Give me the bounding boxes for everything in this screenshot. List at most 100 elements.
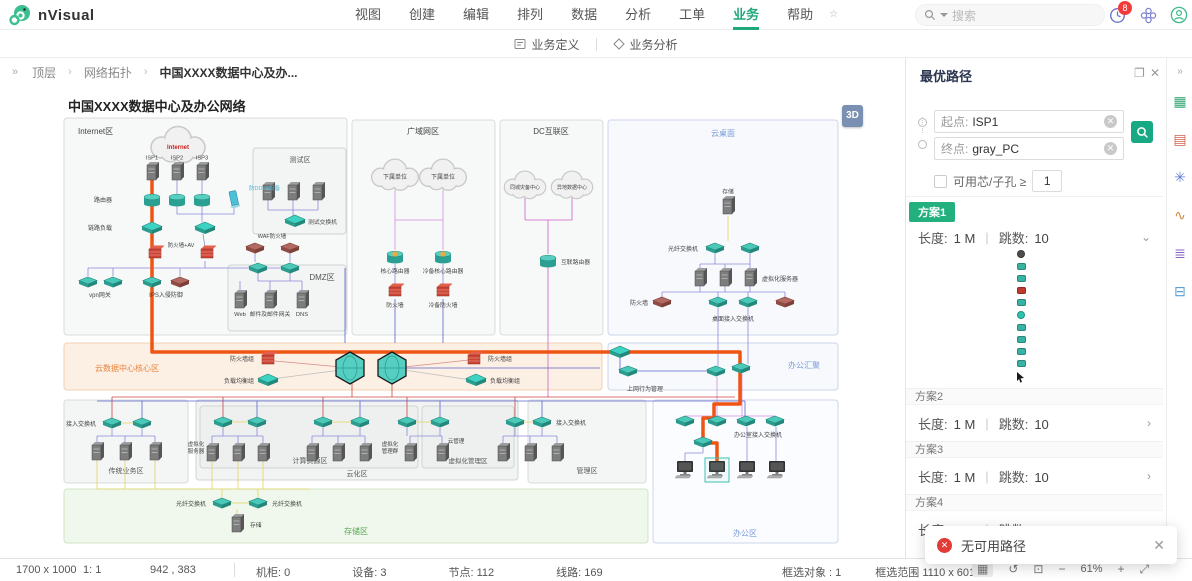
chain-node-6[interactable]	[1016, 324, 1026, 331]
node-server[interactable]	[744, 268, 757, 287]
monitor-icon[interactable]: ⊟	[1174, 283, 1186, 299]
grid-toggle-icon[interactable]: ▦	[972, 561, 994, 577]
panel-restore-icon[interactable]: ❐	[1134, 66, 1145, 80]
node-server[interactable]	[524, 443, 537, 462]
chain-node-3[interactable]	[1016, 287, 1026, 294]
plan2-expand-chevron-icon[interactable]: ›	[1147, 416, 1151, 430]
node-firewall[interactable]	[388, 283, 405, 297]
node-server[interactable]	[171, 162, 184, 181]
node-switch[interactable]	[103, 276, 123, 288]
fit-view-icon[interactable]: ⊡	[1033, 562, 1044, 576]
node-pc[interactable]	[674, 461, 693, 479]
node-switch[interactable]	[731, 362, 751, 374]
node-server[interactable]	[722, 196, 735, 215]
node-server[interactable]	[694, 268, 707, 287]
node-server[interactable]	[206, 443, 219, 462]
plan3-header[interactable]: 方案3	[906, 441, 1163, 458]
node-firewall[interactable]	[467, 351, 484, 365]
node-server[interactable]	[359, 443, 372, 462]
node-switch[interactable]	[705, 242, 725, 254]
node-server[interactable]	[264, 290, 277, 309]
menu-item-4[interactable]: 数据	[571, 7, 598, 22]
node-lb[interactable]	[465, 373, 487, 386]
node-router[interactable]	[168, 193, 186, 207]
node-switch[interactable]	[740, 242, 760, 254]
search-scope-chevron-icon[interactable]	[940, 13, 948, 17]
notification-icon[interactable]: 8	[1108, 1, 1132, 24]
node-server[interactable]	[296, 290, 309, 309]
node-switch[interactable]	[706, 365, 726, 377]
node-server[interactable]	[332, 443, 345, 462]
node-switch[interactable]	[765, 415, 785, 427]
chain-node-7[interactable]	[1016, 336, 1026, 343]
topology-icon[interactable]: ✳	[1174, 169, 1186, 185]
panel-collapse-icon[interactable]: »	[1177, 66, 1183, 77]
menu-item-3[interactable]: 排列	[517, 7, 544, 22]
node-switch[interactable]	[532, 416, 552, 428]
plan3-expand-chevron-icon[interactable]: ›	[1147, 469, 1151, 483]
node-switch[interactable]	[736, 415, 756, 427]
rack-icon[interactable]: ▦	[1173, 93, 1187, 109]
node-server[interactable]	[287, 182, 300, 201]
node-switch[interactable]	[248, 497, 268, 509]
business-define-button[interactable]: 业务定义	[498, 36, 595, 53]
node-switch[interactable]	[738, 296, 758, 308]
business-analysis-button[interactable]: 业务分析	[597, 36, 694, 53]
plan1-badge[interactable]: 方案1	[909, 202, 956, 222]
menu-item-2[interactable]: 编辑	[463, 7, 490, 22]
node-server[interactable]	[232, 443, 245, 462]
user-avatar[interactable]	[1170, 6, 1188, 24]
plan1-summary-row[interactable]: 长度:1 M | 跳数:10 ⌄	[918, 229, 1151, 246]
node-server[interactable]	[231, 514, 244, 533]
node-fwswitch[interactable]	[652, 296, 672, 308]
node-corerouter[interactable]	[434, 250, 452, 264]
node-switch[interactable]	[505, 416, 525, 428]
plan2-summary-row[interactable]: 长度:1 M | 跳数:10 ›	[918, 415, 1151, 432]
zoom-in-icon[interactable]: +	[1117, 562, 1125, 576]
node-firewall[interactable]	[148, 245, 165, 259]
node-server[interactable]	[91, 442, 104, 461]
node-server[interactable]	[119, 442, 132, 461]
node-switch[interactable]	[102, 417, 122, 429]
menu-item-0[interactable]: 视图	[355, 7, 382, 22]
node-fwswitch[interactable]	[280, 242, 300, 254]
menu-item-8[interactable]: 帮助	[787, 7, 814, 22]
node-cloud[interactable]	[503, 170, 547, 200]
node-switch[interactable]	[313, 416, 333, 428]
ports-icon[interactable]: ≣	[1174, 245, 1186, 261]
node-server[interactable]	[551, 443, 564, 462]
node-switch[interactable]	[132, 417, 152, 429]
global-search-input[interactable]: 搜索	[915, 4, 1105, 26]
node-server[interactable]	[146, 162, 159, 181]
node-hex[interactable]	[335, 351, 365, 385]
route-icon[interactable]: ∿	[1174, 207, 1186, 223]
view-3d-button[interactable]: 3D	[842, 105, 863, 127]
panel-close-icon[interactable]: ✕	[1150, 66, 1161, 80]
fullscreen-icon[interactable]: ⤢	[1139, 561, 1150, 576]
plan3-summary-row[interactable]: 长度:1 M | 跳数:10 ›	[918, 468, 1151, 485]
node-switch[interactable]	[78, 276, 98, 288]
node-cloud[interactable]	[150, 125, 206, 164]
node-firewall[interactable]	[436, 283, 453, 297]
node-fwswitch[interactable]	[170, 276, 190, 288]
node-pc[interactable]	[706, 461, 725, 479]
node-lb[interactable]	[609, 345, 631, 358]
plan4-header[interactable]: 方案4	[906, 494, 1163, 511]
node-fwswitch[interactable]	[245, 242, 265, 254]
node-server[interactable]	[234, 290, 247, 309]
node-switch[interactable]	[280, 262, 300, 274]
node-switch[interactable]	[142, 276, 162, 288]
menu-item-7[interactable]: 业务	[733, 0, 759, 30]
node-server[interactable]	[262, 182, 275, 201]
node-fwswitch[interactable]	[775, 296, 795, 308]
node-cloud[interactable]	[418, 158, 468, 191]
path-search-button[interactable]	[1131, 121, 1153, 143]
node-corerouter[interactable]	[386, 250, 404, 264]
node-server[interactable]	[257, 443, 270, 462]
chain-node-8[interactable]	[1016, 348, 1026, 355]
node-server[interactable]	[436, 443, 449, 462]
chain-node-9[interactable]	[1016, 360, 1026, 367]
filter-value-input[interactable]: 1	[1032, 170, 1063, 192]
menu-item-6[interactable]: 工单	[679, 7, 706, 22]
